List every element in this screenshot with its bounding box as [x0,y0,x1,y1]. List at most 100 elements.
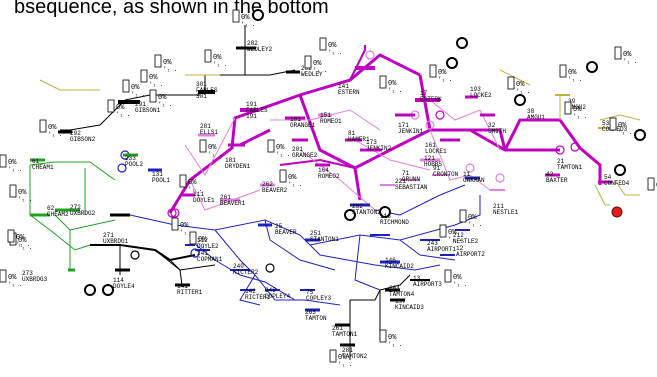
transformer-4 [265,263,275,273]
flow-glyph-26: '₁ . [198,243,212,250]
flow-glyph-1: '₁ . [213,61,227,68]
bus-label-line: GRANGE2 [292,152,318,159]
bus-label-line: COPMAN1 [197,256,223,263]
flow-meter-15 [279,169,287,183]
bus-label-line: DRYDEN1 [225,163,251,170]
flow-glyph-6: '₁ . [116,111,130,118]
bus-label-line: SMITH [488,128,506,135]
transmission-line-36 [60,99,126,131]
bus-label-line: 242 [265,287,276,294]
bus-label-line: 281 [200,123,211,130]
bus-label-line: STANTON1 [310,236,339,243]
bus-label-line: 38 [527,108,535,115]
bus-label-line: ESTERN [338,89,360,96]
bus-label-line: POOL2 [125,161,143,168]
flow-percent-24: 0% [188,179,197,187]
bus-label-line: 112 [197,237,208,244]
bus-label-line: 53 [602,120,610,127]
flow-meter-5 [122,79,130,93]
transmission-line-0 [168,53,421,214]
flow-percent-19: 0% [48,124,57,132]
bus-label-line: 121 [424,155,435,162]
flow-percent-27: 0% [388,334,397,342]
flow-percent-17: 0% [158,94,167,102]
bus-label-line: 261 [332,325,343,332]
transmission-line-43 [614,179,640,196]
flow-glyph-30: '₁ . [448,236,462,243]
bus-label-line: GRUNN [402,176,420,183]
generator-4 [586,61,598,73]
bus-label-line: COPLEY3 [306,295,332,302]
bus-label-line: CHEAM2 [47,211,69,218]
bus-label-line: 264 [389,285,400,292]
flow-glyph-2: '₁ . [149,81,163,88]
flow-percent-15: 0% [288,174,297,182]
bus-label-line: 54 [604,174,612,181]
bus-label-line: 75 [306,289,314,296]
flow-meter-1 [204,49,212,63]
flow-meter-32 [199,139,207,153]
bus-label-line: BAXTER [546,177,568,184]
flow-glyph-0: '₁ . [241,21,255,28]
flow-meter-11 [559,64,567,78]
bus-label-line: RICHMOND [380,219,409,226]
flow-percent-9: 0% [516,81,525,89]
transformer-8 [465,163,475,173]
flow-percent-8: 0% [438,69,447,77]
bus-label-line: DOYLE2 [197,243,219,250]
transformer-13 [495,173,505,183]
flow-glyph-18: '₁ . [163,66,177,73]
flow-glyph-13: '₁ . [618,129,632,136]
bus-label-line: 191 [246,101,257,108]
generator-9 [344,209,356,221]
bus-label-line: 262 [262,181,273,188]
header-text: bsequence, as shown in the bottom [14,0,329,18]
flow-percent-30: 0% [448,229,457,237]
flow-glyph-32: '₁ . [208,151,222,158]
bus-label-line: 273 [22,270,33,277]
flow-meter-7 [379,75,387,89]
bus-label-line: HAMER1 [348,136,370,143]
flow-glyph-27: '₁ . [388,341,402,348]
bus-label-line: AIRPORT1 [427,246,456,253]
bus-label-line: 141 [177,283,188,290]
bus-label-line: 91 [433,165,441,172]
bus-label-line: ROMEO2 [318,173,340,180]
bus-label-line: KINCAID3 [395,304,424,311]
bus-label-line: 32 [488,122,496,129]
generator-7 [614,164,626,176]
transmission-line-10 [189,179,261,211]
bus-label-line: 131 [152,171,163,178]
transmission-line-8 [279,158,356,169]
bus-label-line: UXBRDG1 [103,238,129,245]
bus-bars [30,46,612,347]
flow-glyph-5: '₁ . [131,91,145,98]
bus-label-line: 221 [395,178,406,185]
flow-meter-16 [267,139,275,153]
bus-label-line: 42 [546,171,554,178]
flow-percent-22: 0% [18,237,27,245]
bus-label-line: 101 [290,116,301,123]
flow-glyph-8: '₁ . [438,76,452,83]
flow-percent-16: 0% [276,144,285,152]
flow-meter-17 [149,89,157,103]
bus-label-line: STANTON2 [352,209,381,216]
transmission-line-24 [399,239,456,261]
bus-label-line: 13 [413,275,421,282]
transformer-11 [425,120,435,130]
